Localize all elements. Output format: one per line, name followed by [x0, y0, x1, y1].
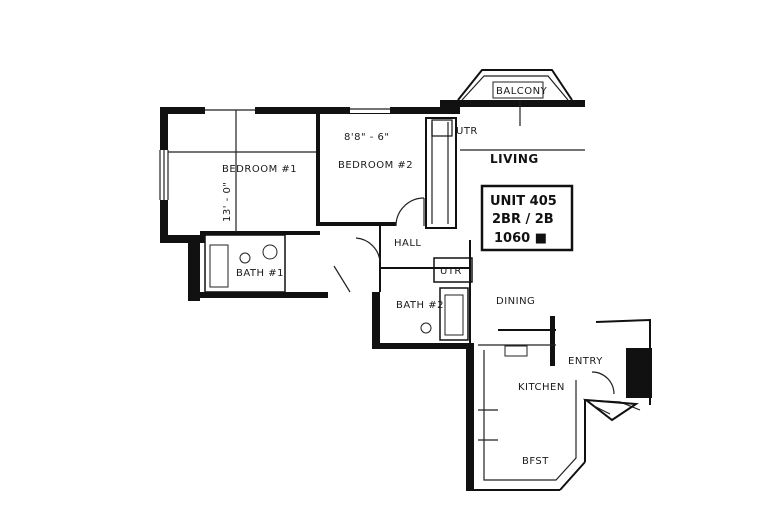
- bath2-label: BATH #2: [396, 300, 444, 311]
- unit-bed-bath: 2BR / 2B: [492, 212, 554, 227]
- room-labels: BEDROOM #1 BEDROOM #2 8'8" - 6" 13' - 0"…: [222, 126, 603, 467]
- unit-info-box: UNIT 405 2BR / 2B 1060 ■: [480, 184, 574, 252]
- bedroom1-dimension: 13' - 0": [222, 182, 233, 222]
- entry-label: ENTRY: [568, 356, 603, 367]
- bedroom2-label: BEDROOM #2: [338, 160, 413, 171]
- dining-label: DINING: [496, 296, 535, 307]
- utr-top-label: UTR: [456, 126, 478, 137]
- bfst-label: BFST: [522, 456, 549, 467]
- bedroom1-label: BEDROOM #1: [222, 164, 297, 175]
- bath1-label: BATH #1: [236, 268, 284, 279]
- living-label: LIVING: [490, 152, 539, 166]
- kitchen-label: KITCHEN: [518, 382, 565, 393]
- unit-sqft: 1060 ■: [494, 231, 547, 246]
- hall-label: HALL: [394, 238, 422, 249]
- exterior-walls: [159, 100, 586, 491]
- bedroom2-dimension: 8'8" - 6": [344, 132, 390, 143]
- interior-walls: [168, 110, 652, 481]
- utr-mid-label: UTR: [440, 266, 462, 277]
- balcony: BALCONY: [457, 69, 573, 126]
- balcony-label: BALCONY: [496, 86, 548, 97]
- unit-number: UNIT 405: [490, 194, 557, 209]
